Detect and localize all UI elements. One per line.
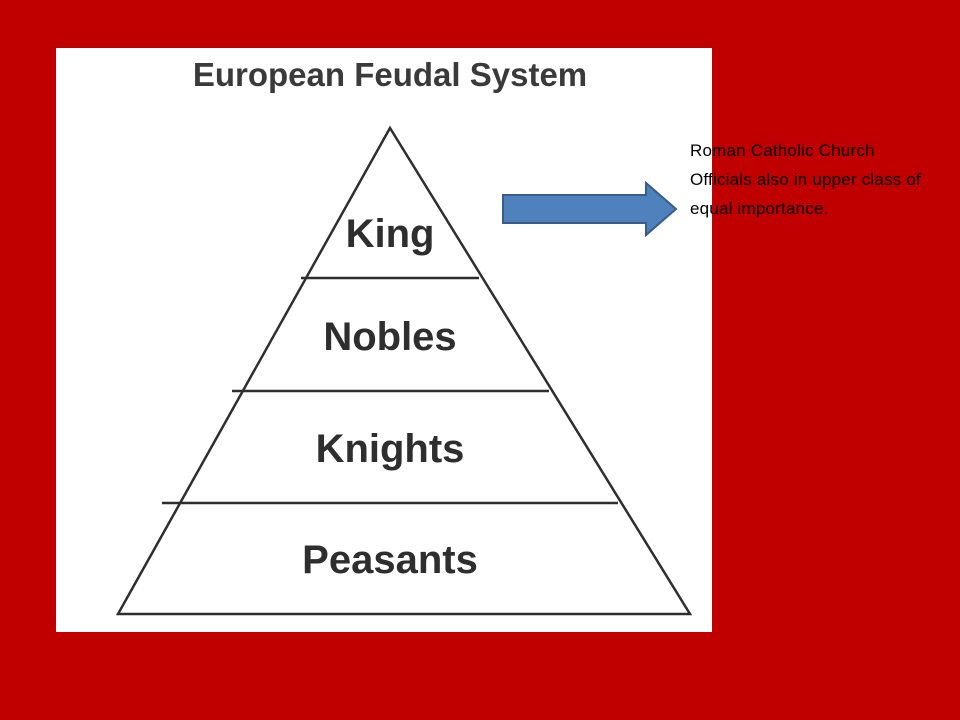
tier-label-nobles: Nobles bbox=[323, 315, 456, 359]
arrow-shape bbox=[502, 180, 678, 238]
tier-label-knights: Knights bbox=[316, 427, 465, 471]
tier-label-peasants: Peasants bbox=[302, 538, 478, 582]
tier-label-king: King bbox=[346, 212, 435, 256]
pyramid-outline bbox=[115, 125, 693, 616]
pyramid-svg: European Feudal System King Nobles Knigh… bbox=[115, 56, 693, 616]
right-arrow-icon bbox=[502, 180, 678, 238]
diagram-title: European Feudal System bbox=[193, 56, 587, 93]
feudal-pyramid-diagram: European Feudal System King Nobles Knigh… bbox=[56, 48, 712, 632]
side-note-text: Roman Catholic Church Officials also in … bbox=[690, 141, 921, 218]
